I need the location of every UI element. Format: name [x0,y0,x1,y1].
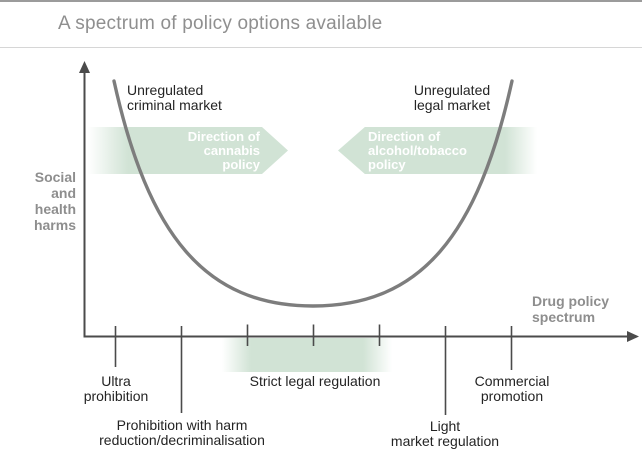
spectrum-label-commercial-promotion: Commercial promotion [474,373,550,404]
figure-title: A spectrum of policy options available [58,13,383,34]
x-axis-arrowhead [627,331,639,342]
alcohol-tobacco-arrow-label: Direction of alcohol/tobacco policy [368,129,467,172]
title-separator-rule [0,47,642,48]
unregulated-legal-market-label: Unregulated legal market [413,82,491,113]
cannabis-arrow-label: Direction of cannabis policy [187,129,260,172]
top-border-rule [0,0,642,2]
alcohol-tobacco-direction-arrow: Direction of alcohol/tobacco policy [338,127,537,174]
spectrum-label-ultra-prohibition: Ultra prohibition [83,373,149,404]
y-axis-label: Social and health harms [33,169,76,233]
spectrum-label-light-market-regulation: Light market regulation [390,418,500,449]
unregulated-criminal-market-label: Unregulated criminal market [127,82,222,113]
harm-curve [112,79,514,308]
strict-regulation-highlight-band [222,338,392,372]
y-axis-arrowhead [79,61,90,73]
spectrum-label-strict-legal-regulation: Strict legal regulation [249,373,381,389]
spectrum-label-prohibition-harm-reduction: Prohibition with harm reduction/decrimin… [99,417,265,448]
cannabis-direction-arrow: Direction of cannabis policy [88,127,288,174]
x-axis-label: Drug policy spectrum [532,293,610,325]
